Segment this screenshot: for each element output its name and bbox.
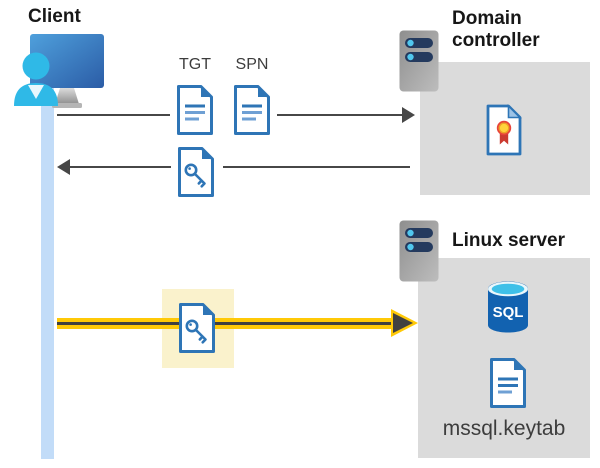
monitor-icon (30, 34, 104, 108)
tgt-ticket-label: TGT (179, 56, 211, 73)
client-computer-icon (14, 34, 104, 108)
keytab-file-label: mssql.keytab (442, 417, 566, 440)
client-title: Client (28, 6, 81, 27)
domain-controller-server-icon (399, 30, 439, 92)
response-arrowhead-icon (57, 159, 70, 175)
request-arrow-line-left (57, 114, 170, 116)
highlighted-key-document-icon (179, 303, 215, 353)
sql-connection-arrow-core (57, 322, 393, 325)
sql-connection-arrowhead-icon (393, 313, 413, 333)
request-arrowhead-icon (402, 107, 415, 123)
response-arrow-line-left (70, 166, 171, 168)
linux-server-title: Linux server (452, 230, 565, 251)
spn-document-icon (234, 85, 270, 135)
key-document-icon (178, 147, 214, 197)
tgt-document-icon (177, 85, 213, 135)
certificate-icon (486, 104, 522, 156)
sql-connection-arrow-line (57, 318, 393, 329)
linux-server-icon (399, 220, 439, 282)
user-icon (14, 52, 58, 106)
sql-database-icon: SQL (488, 281, 528, 333)
keytab-document-icon (490, 358, 526, 408)
sql-badge-label: SQL (493, 304, 524, 321)
spn-ticket-label: SPN (235, 56, 269, 73)
request-arrow-line-right (277, 114, 403, 116)
domain-controller-title: Domain controller (452, 8, 540, 51)
response-arrow-line-right (223, 166, 410, 168)
client-lifeline (41, 86, 54, 459)
